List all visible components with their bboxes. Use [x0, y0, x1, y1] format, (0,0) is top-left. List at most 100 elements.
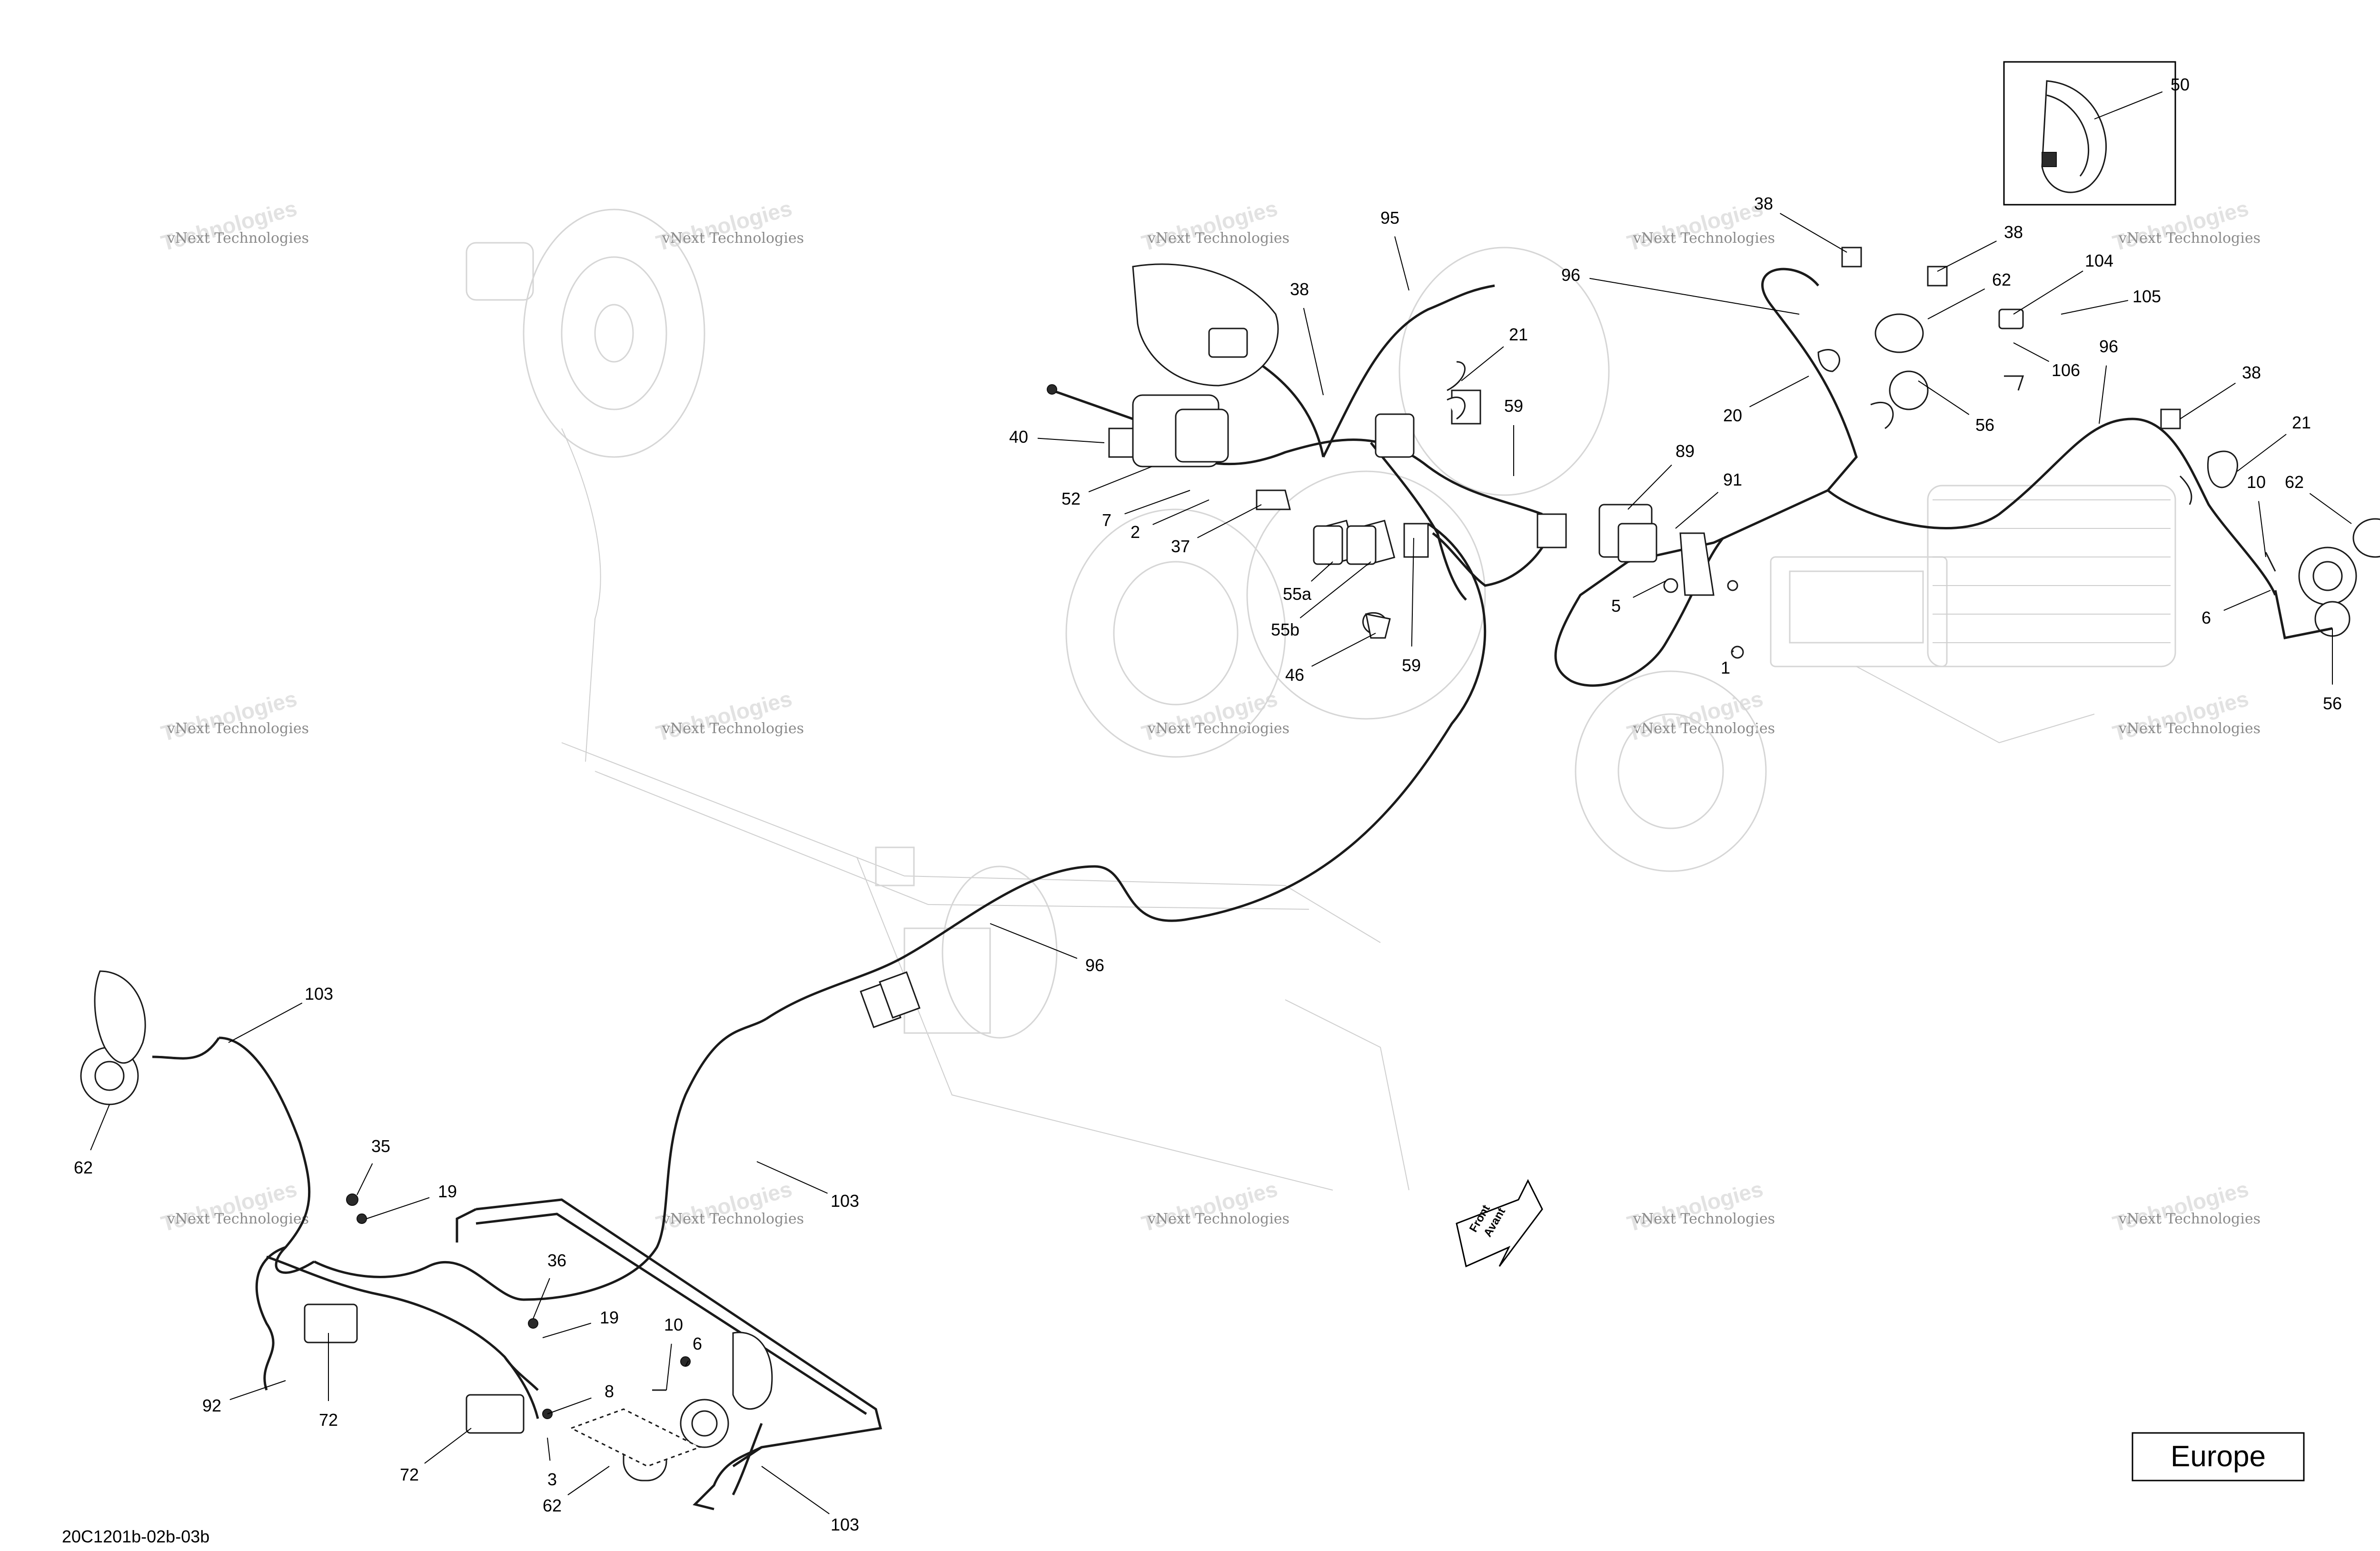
watermark-text: vNext Technologies: [1147, 720, 1289, 737]
leader-line: [2223, 590, 2271, 611]
leader-line: [567, 1466, 610, 1496]
watermark-text: vNext Technologies: [167, 1211, 309, 1227]
leader-line: [542, 1322, 591, 1338]
leader-line: [1197, 504, 1262, 538]
drawing-code: 20C1201b-02b-03b: [62, 1527, 209, 1546]
callout-label: 21: [1509, 325, 1528, 344]
callout-label: 37: [1171, 537, 1190, 556]
leader-line: [1589, 278, 1800, 315]
watermark-text: vNext Technologies: [1147, 230, 1289, 247]
callout-label: 50: [2171, 75, 2190, 94]
watermark-text: vNext Technologies: [662, 720, 804, 737]
callout-label: 103: [305, 984, 333, 1004]
leader-line: [2099, 365, 2107, 424]
callout-label: 103: [831, 1191, 859, 1211]
callout-label: 103: [831, 1515, 859, 1534]
leader-line: [2258, 501, 2266, 557]
callout-label: 38: [2004, 222, 2023, 242]
watermark-text: vNext Technologies: [662, 230, 804, 247]
leader-line: [2309, 493, 2352, 524]
watermark-text: vNext Technologies: [1147, 1211, 1289, 1227]
callout-label: 96: [1561, 265, 1580, 285]
watermark-text: vNext Technologies: [2118, 230, 2261, 247]
callout-label: 55b: [1271, 620, 1299, 639]
callout-label: 104: [2085, 251, 2113, 270]
front-direction-arrow: Front Avant: [1456, 1179, 1543, 1268]
watermark-text: vNext Technologies: [662, 1211, 804, 1227]
callout-label: 19: [438, 1182, 457, 1201]
leader-line: [1303, 308, 1324, 396]
callout-label: 21: [2292, 413, 2311, 432]
watermark-text: vNext Technologies: [2118, 1211, 2261, 1227]
callout-label: 55a: [1283, 584, 1312, 604]
leader-line: [424, 1428, 472, 1464]
watermark-text: vNext Technologies: [1633, 1211, 1775, 1227]
callout-label: 10: [2247, 472, 2266, 492]
callout-label: 2: [1130, 522, 1140, 542]
callout-label: 62: [2285, 472, 2304, 492]
ghost-vehicle-frame: [466, 209, 2176, 1191]
watermark-text: vNext Technologies: [1633, 720, 1775, 737]
callout-label: 95: [1380, 208, 1399, 228]
callout-label: 35: [371, 1136, 390, 1156]
callout-label: 89: [1676, 441, 1695, 461]
leader-line: [547, 1397, 592, 1414]
leader-line: [90, 1104, 110, 1151]
leader-line: [756, 1161, 828, 1194]
leader-line: [1037, 437, 1105, 443]
callout-label: 91: [1723, 470, 1742, 489]
callout-label: 40: [1009, 427, 1028, 447]
callout-label: 3: [547, 1470, 557, 1489]
watermark-text: vNext Technologies: [1633, 230, 1775, 247]
region-label: Europe: [2171, 1440, 2266, 1473]
callout-label: 5: [1611, 596, 1621, 616]
callout-label: 52: [1061, 489, 1081, 508]
leader-line: [1461, 346, 1504, 381]
leader-line: [1927, 288, 1985, 319]
callout-label: 106: [2052, 360, 2080, 380]
leader-line: [1411, 537, 1414, 647]
leader-line: [533, 1278, 550, 1319]
watermark-text: vNext Technologies: [167, 720, 309, 737]
callout-label: 7: [1102, 510, 1111, 530]
leader-line: [1627, 464, 1672, 510]
callout-label: 38: [1290, 279, 1309, 299]
leader-line: [990, 923, 1078, 959]
leader-line: [1675, 492, 1719, 529]
callout-label: 72: [400, 1465, 419, 1484]
region-box: Europe: [2132, 1432, 2305, 1481]
leader-line: [2180, 382, 2236, 419]
leader-line: [666, 1343, 672, 1391]
leader-line: [1937, 240, 1997, 272]
callout-label: 46: [1285, 665, 1304, 685]
callout-label: 19: [600, 1308, 619, 1327]
callout-label: 36: [547, 1251, 566, 1270]
components: [80, 61, 2380, 1481]
leader-line: [2013, 270, 2083, 315]
leader-line: [228, 1003, 303, 1043]
callout-label: 105: [2132, 287, 2161, 306]
leader-line: [547, 1437, 551, 1461]
callout-label: 20: [1723, 406, 1742, 425]
callout-label: 38: [2242, 363, 2261, 382]
callout-label: 62: [74, 1158, 93, 1177]
callout-label: 96: [1085, 955, 1104, 975]
leader-line: [1310, 561, 1333, 582]
leader-line: [1088, 466, 1152, 493]
callout-label: 10: [664, 1315, 683, 1334]
leader-line: [229, 1380, 286, 1401]
leader-line: [357, 1163, 373, 1195]
leader-line: [1311, 633, 1376, 667]
callout-labels: 5038386210410510696562038962162106569538…: [74, 75, 2342, 1534]
leader-line: [1749, 376, 1809, 408]
callout-label: 56: [1975, 415, 1994, 435]
callout-label: 38: [1754, 194, 1773, 213]
leader-lines: [90, 91, 2352, 1514]
leader-line: [1918, 380, 1970, 415]
callout-label: 59: [1402, 656, 1421, 675]
callout-label: 59: [1504, 396, 1523, 416]
leader-line: [2013, 342, 2050, 362]
leader-line: [685, 1360, 689, 1367]
callout-label: 1: [1721, 658, 1730, 677]
